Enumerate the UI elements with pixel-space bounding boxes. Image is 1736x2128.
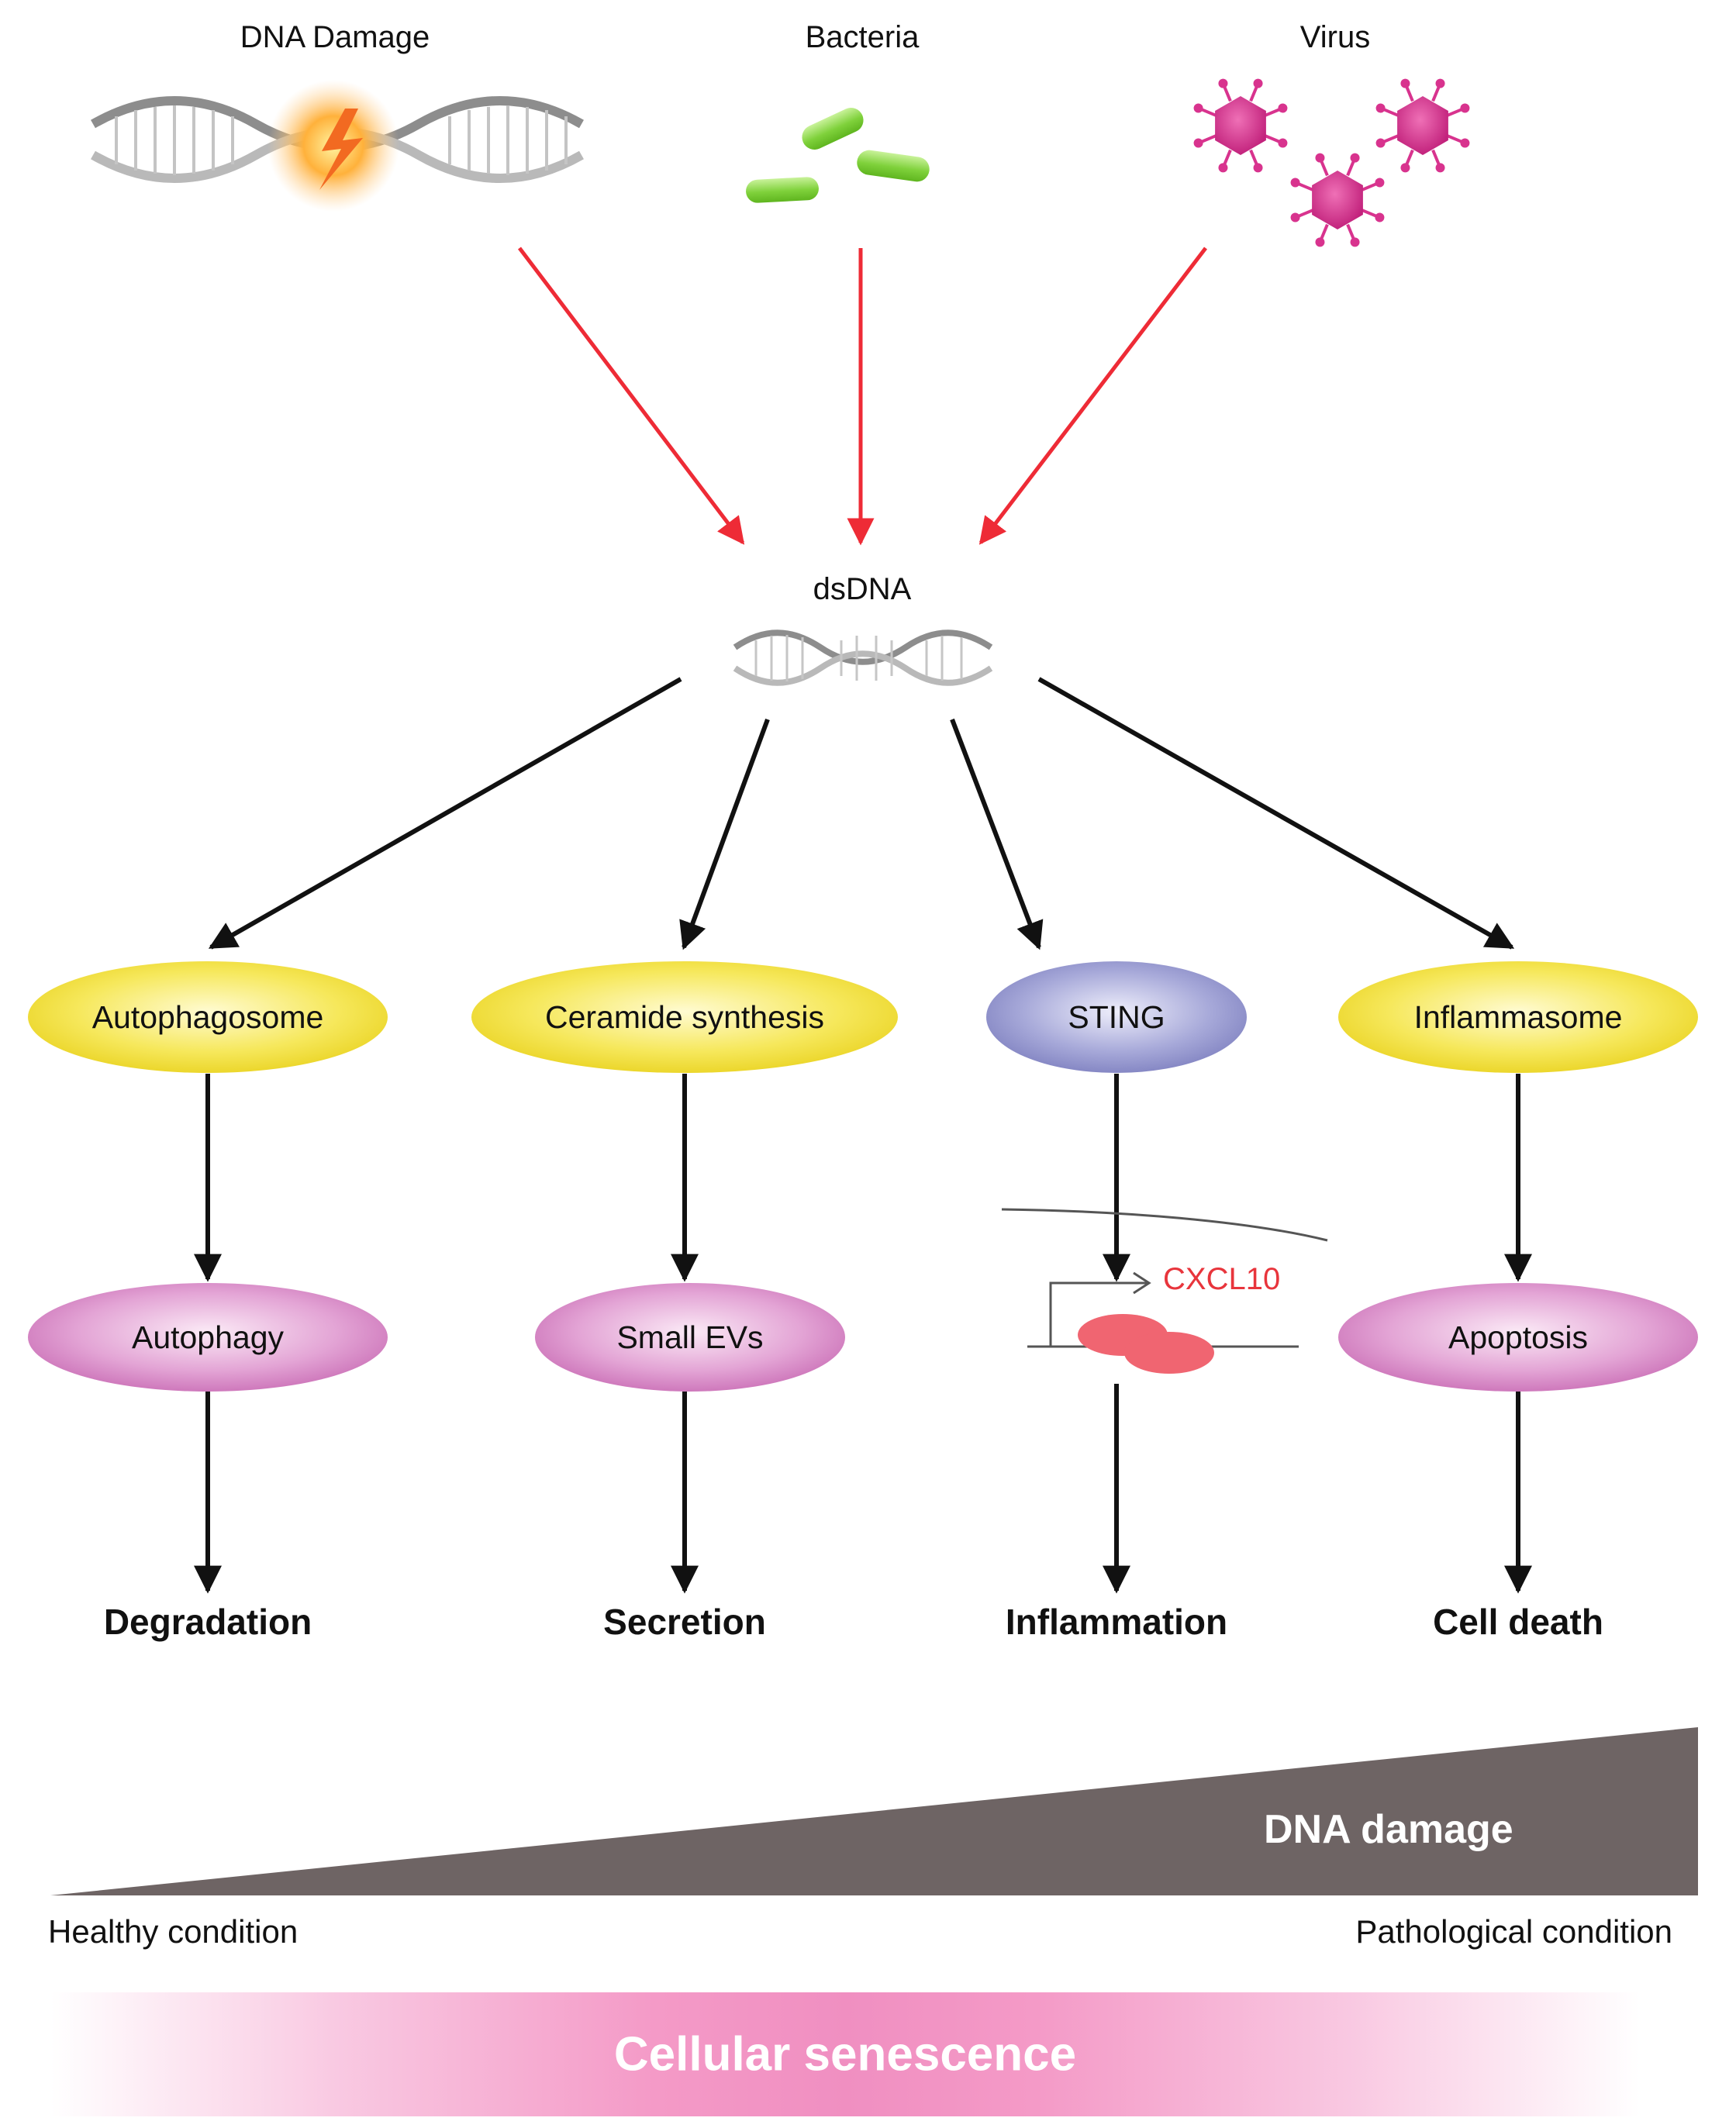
autophagosome-node (28, 961, 388, 1073)
small-evs-node (535, 1283, 845, 1392)
pathological-condition-label: Pathological condition (1355, 1913, 1672, 1950)
source-label-dna-damage: DNA Damage (240, 20, 430, 54)
hub-label-dsdna: dsDNA (813, 572, 912, 606)
small-evs-label: Small EVs (616, 1319, 764, 1355)
sting-node (986, 961, 1247, 1073)
sting-label: STING (1068, 999, 1165, 1035)
cellular-senescence-banner: Cellular senescence (50, 1992, 1640, 2116)
arrow-dsdna-to-inflammasome (1037, 677, 1515, 950)
healthy-condition-label: Healthy condition (48, 1913, 299, 1950)
arrow-dna-damage-to-dsdna (518, 247, 745, 545)
apoptosis-label: Apoptosis (1448, 1319, 1589, 1355)
source-label-bacteria: Bacteria (805, 20, 920, 54)
inflammasome-label: Inflammasome (1413, 999, 1623, 1035)
arrow-dsdna-to-sting (950, 718, 1044, 950)
cellular-senescence-label: Cellular senescence (613, 2027, 1077, 2081)
ceramide-node (471, 961, 898, 1073)
bacteria-icon (746, 108, 930, 203)
outcome-degradation: Degradation (103, 1602, 312, 1642)
dna-damage-icon (91, 80, 584, 212)
virus-icon (1193, 78, 1470, 247)
autophagy-label: Autophagy (131, 1319, 285, 1355)
apoptosis-node (1338, 1283, 1698, 1392)
dna-damage-gradient (50, 1727, 1698, 1895)
arrow-dsdna-to-ceramide (679, 718, 770, 950)
autophagy-node (28, 1283, 388, 1392)
arrow-virus-to-dsdna (978, 247, 1207, 545)
ceramide-label: Ceramide synthesis (544, 999, 825, 1035)
gene-label-cxcl10: CXCL10 (1163, 1262, 1281, 1296)
dna-damage-gradient-label: DNA damage (1264, 1807, 1513, 1852)
autophagosome-label: Autophagosome (91, 999, 324, 1035)
outcome-inflammation: Inflammation (1005, 1602, 1228, 1642)
outcome-cell-death: Cell death (1433, 1602, 1603, 1642)
inflammasome-node (1338, 961, 1698, 1073)
arrow-dsdna-to-autophagosome (208, 677, 682, 950)
outcome-secretion: Secretion (603, 1602, 766, 1642)
transcription-icon (1001, 1208, 1328, 1374)
source-label-virus: Virus (1299, 20, 1371, 54)
dsdna-icon (733, 629, 993, 686)
